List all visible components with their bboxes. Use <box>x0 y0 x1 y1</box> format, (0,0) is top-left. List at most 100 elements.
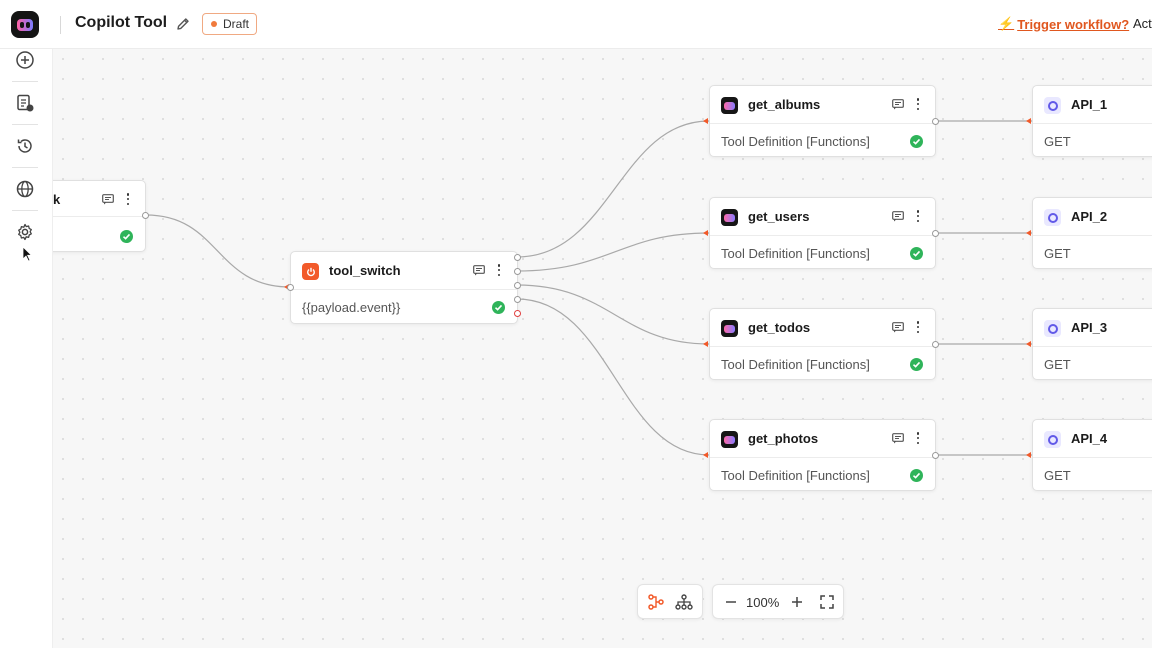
trigger-workflow-label: Trigger workflow? <box>1017 16 1130 32</box>
copilot-icon <box>721 431 738 448</box>
more-options-icon[interactable] <box>126 193 130 205</box>
error-port[interactable] <box>514 310 521 317</box>
node-name: API_3 <box>1071 320 1108 335</box>
sidebar-divider <box>12 210 38 211</box>
check-circle-icon <box>910 135 923 148</box>
comment-icon[interactable] <box>102 194 114 205</box>
sidebar-divider <box>12 167 38 168</box>
output-port[interactable] <box>514 282 521 289</box>
power-icon <box>302 263 319 280</box>
api-node-3[interactable]: API_3 GET <box>1032 308 1152 380</box>
bolt-icon: ⚡ <box>998 16 1015 31</box>
node-description: Tool Definition [Functions] <box>721 357 870 372</box>
output-port[interactable] <box>932 452 939 459</box>
zoom-level: 100% <box>746 595 780 610</box>
check-circle-icon <box>910 247 923 260</box>
output-port[interactable] <box>514 254 521 261</box>
app-logo[interactable] <box>11 11 39 38</box>
api-node-4[interactable]: API_4 GET <box>1032 419 1152 491</box>
comment-icon[interactable] <box>892 322 904 333</box>
comment-icon[interactable] <box>892 433 904 444</box>
top-bar: Copilot Tool Draft ⚡ Trigger workflow? A… <box>0 0 1152 49</box>
output-port[interactable] <box>932 118 939 125</box>
output-port[interactable] <box>514 296 521 303</box>
zoom-out-button[interactable] <box>723 594 739 610</box>
node-expression: {{payload.event}} <box>302 300 401 315</box>
environment-button[interactable] <box>14 178 36 200</box>
more-options-icon[interactable] <box>916 98 920 110</box>
sidebar-divider <box>12 81 38 82</box>
hierarchy-icon <box>675 594 693 610</box>
copilot-icon <box>721 209 738 226</box>
output-port[interactable] <box>514 268 521 275</box>
add-node-button[interactable] <box>14 49 36 71</box>
logs-icon <box>17 94 34 112</box>
output-port[interactable] <box>932 230 939 237</box>
node-name: API_1 <box>1071 97 1108 112</box>
node-name: get_todos <box>748 320 811 335</box>
partial-node[interactable]: k <box>40 180 146 252</box>
tool-switch-node[interactable]: tool_switch {{payload.event}} <box>290 251 518 324</box>
vertical-layout-button[interactable] <box>675 593 695 611</box>
node-name: k <box>53 192 61 207</box>
node-description: Tool Definition [Functions] <box>721 134 870 149</box>
api-gear-icon <box>1044 97 1061 114</box>
globe-icon <box>16 180 34 198</box>
left-sidebar <box>0 49 53 648</box>
tool-node-get-photos[interactable]: get_photos Tool Definition [Functions] <box>709 419 936 491</box>
horizontal-layout-button[interactable] <box>647 593 667 611</box>
node-name: API_4 <box>1071 431 1108 446</box>
fit-view-button[interactable] <box>819 594 835 610</box>
api-gear-icon <box>1044 209 1061 226</box>
more-options-icon[interactable] <box>916 321 920 333</box>
layout-toolbar <box>637 584 703 619</box>
api-gear-icon <box>1044 431 1061 448</box>
status-badge: Draft <box>202 13 258 35</box>
copilot-icon <box>721 97 738 114</box>
actions-button-truncated[interactable]: Act <box>1133 16 1152 31</box>
node-name: get_users <box>748 209 810 224</box>
comment-icon[interactable] <box>892 211 904 222</box>
tree-layout-icon <box>648 594 664 610</box>
sidebar-divider <box>12 124 38 125</box>
more-options-icon[interactable] <box>916 432 920 444</box>
output-port[interactable] <box>932 341 939 348</box>
check-circle-icon <box>120 230 133 243</box>
plus-circle-icon <box>16 51 34 69</box>
node-name: tool_switch <box>329 263 401 278</box>
more-options-icon[interactable] <box>497 264 501 276</box>
tool-node-get-users[interactable]: get_users Tool Definition [Functions] <box>709 197 936 269</box>
settings-button[interactable] <box>14 221 36 243</box>
http-method: GET <box>1044 246 1071 261</box>
fullscreen-icon <box>820 595 834 609</box>
output-port[interactable] <box>142 212 149 219</box>
minus-icon <box>726 601 736 603</box>
comment-icon[interactable] <box>473 265 485 276</box>
divider <box>60 16 61 34</box>
gear-icon <box>18 223 32 241</box>
api-node-1[interactable]: API_1 GET <box>1032 85 1152 157</box>
plus-icon <box>792 597 802 607</box>
more-options-icon[interactable] <box>916 210 920 222</box>
tool-node-get-albums[interactable]: get_albums Tool Definition [Functions] <box>709 85 936 157</box>
node-description: Tool Definition [Functions] <box>721 246 870 261</box>
node-description: Tool Definition [Functions] <box>721 468 870 483</box>
node-name: get_albums <box>748 97 821 112</box>
execution-logs-button[interactable] <box>14 92 36 114</box>
node-name: API_2 <box>1071 209 1108 224</box>
history-button[interactable] <box>14 135 36 157</box>
comment-icon[interactable] <box>892 99 904 110</box>
check-circle-icon <box>910 469 923 482</box>
api-node-2[interactable]: API_2 GET <box>1032 197 1152 269</box>
input-port[interactable] <box>287 284 294 291</box>
check-circle-icon <box>910 358 923 371</box>
zoom-toolbar: 100% <box>712 584 844 619</box>
node-name: get_photos <box>748 431 819 446</box>
pencil-icon[interactable] <box>175 16 191 32</box>
workflow-title: Copilot Tool <box>75 14 168 31</box>
http-method: GET <box>1044 357 1071 372</box>
zoom-in-button[interactable] <box>789 594 805 610</box>
trigger-workflow-link[interactable]: ⚡ Trigger workflow? <box>998 16 1129 32</box>
workflow-canvas[interactable] <box>53 49 1152 648</box>
tool-node-get-todos[interactable]: get_todos Tool Definition [Functions] <box>709 308 936 380</box>
